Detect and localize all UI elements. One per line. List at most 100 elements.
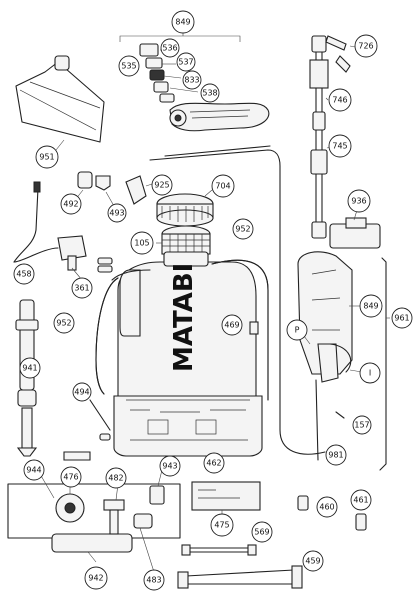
- callout-label: 833: [184, 76, 199, 85]
- callout-I: I: [359, 362, 381, 384]
- spray-lance: [309, 35, 356, 239]
- small-fittings: [74, 171, 153, 207]
- callout-circle: [354, 34, 378, 58]
- callout-circle: [118, 55, 140, 77]
- callout-label: 849: [363, 302, 378, 311]
- callout-469: 469: [221, 314, 243, 336]
- callout-label: 483: [146, 576, 161, 585]
- pump-unit: [297, 209, 390, 471]
- callout-746: 746: [328, 88, 352, 112]
- callout-circle: [160, 38, 180, 58]
- bag-951: [15, 55, 105, 151]
- callout-961: 961: [391, 307, 413, 329]
- trigger-handle-assembly: [119, 30, 270, 132]
- callout-label: 105: [134, 239, 149, 248]
- callout-981: 981: [325, 444, 347, 466]
- tank-body: MATABI: [113, 251, 263, 457]
- callout-label: 981: [328, 451, 343, 460]
- callout-P: P: [286, 319, 308, 341]
- callout-circle: [72, 382, 92, 402]
- callout-label: 746: [332, 96, 347, 105]
- callout-label: 475: [214, 521, 229, 530]
- callout-circle: [71, 277, 93, 299]
- callout-label: 726: [358, 42, 373, 51]
- callout-circle: [200, 83, 220, 103]
- callout-circle: [325, 444, 347, 466]
- charger: [13, 181, 113, 281]
- filter-basket: [156, 189, 214, 255]
- callout-label: 942: [88, 574, 103, 583]
- callout-circle: [143, 569, 165, 591]
- callout-circle: [151, 174, 173, 196]
- callout-circle: [13, 263, 35, 285]
- callout-layer: 8495365375358335387267467459519254924937…: [13, 10, 413, 591]
- callout-492: 492: [60, 193, 82, 215]
- callout-833: 833: [182, 70, 202, 90]
- callout-label: 458: [16, 270, 31, 279]
- callout-label: 482: [108, 474, 123, 483]
- callout-circle: [19, 357, 41, 379]
- callout-537: 537: [176, 52, 196, 72]
- callout-label: 704: [215, 182, 230, 191]
- bottom-valve-assembly: [7, 469, 181, 573]
- callout-483: 483: [143, 569, 165, 591]
- callout-951: 951: [35, 145, 59, 169]
- callout-circle: [23, 459, 45, 481]
- callout-label: 469: [224, 321, 239, 330]
- label-sheet: [191, 481, 261, 518]
- callout-label: 952: [235, 225, 250, 234]
- callout-circle: [352, 415, 372, 435]
- callout-label: 537: [178, 58, 193, 67]
- callout-745: 745: [328, 134, 352, 158]
- callout-circle: [107, 203, 127, 223]
- callout-849: 849: [171, 10, 195, 34]
- callout-circle: [350, 489, 372, 511]
- callout-circle: [60, 466, 82, 488]
- callout-label: 476: [63, 473, 78, 482]
- callout-circle: [328, 134, 352, 158]
- callout-536: 536: [160, 38, 180, 58]
- callout-circle: [232, 218, 254, 240]
- callout-circle: [105, 467, 127, 489]
- callout-circle: [159, 455, 181, 477]
- callout-circle: [328, 88, 352, 112]
- callout-label: 943: [162, 462, 177, 471]
- callout-label: 493: [109, 209, 124, 218]
- callout-936: 936: [347, 189, 371, 213]
- callout-circle: [302, 550, 324, 572]
- callout-circle: [171, 10, 195, 34]
- callout-493: 493: [107, 203, 127, 223]
- callout-849b: 849: [359, 294, 383, 318]
- callout-label: 461: [353, 496, 368, 505]
- callout-label: I: [369, 369, 371, 378]
- callout-label: 925: [154, 181, 169, 190]
- callout-942: 942: [84, 566, 108, 590]
- callout-361: 361: [71, 277, 93, 299]
- callout-label: 944: [26, 466, 41, 475]
- callout-label: 961: [394, 314, 409, 323]
- callout-circle: [60, 193, 82, 215]
- callout-label: 951: [39, 153, 54, 162]
- callout-726: 726: [354, 34, 378, 58]
- callout-circle: [286, 319, 308, 341]
- callout-459: 459: [302, 550, 324, 572]
- hoses: [177, 544, 303, 589]
- callout-label: 494: [74, 388, 89, 397]
- callout-461: 461: [350, 489, 372, 511]
- callout-label: 849: [175, 18, 190, 27]
- callout-label: 460: [319, 503, 334, 512]
- brand-logo: MATABI: [169, 263, 199, 372]
- callout-704: 704: [211, 174, 235, 198]
- callout-circle: [211, 174, 235, 198]
- callout-circle: [221, 314, 243, 336]
- callout-105: 105: [130, 231, 154, 255]
- callout-circle: [130, 231, 154, 255]
- callout-569: 569: [251, 521, 273, 543]
- callout-circle: [176, 52, 196, 72]
- callout-label: 492: [63, 200, 78, 209]
- callout-label: 462: [206, 459, 221, 468]
- callout-circle: [359, 294, 383, 318]
- callout-label: 536: [162, 44, 177, 53]
- callout-925: 925: [151, 174, 173, 196]
